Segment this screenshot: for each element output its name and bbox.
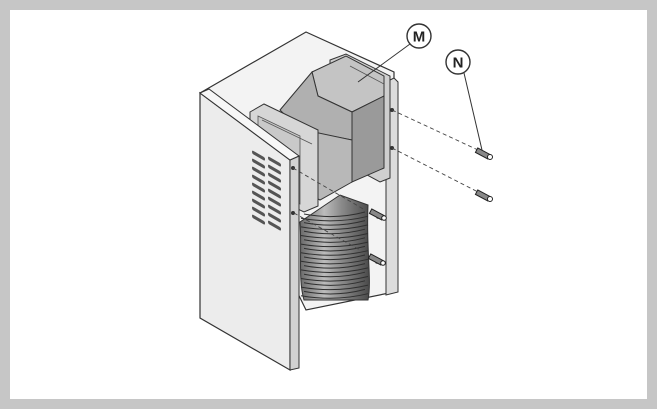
vent-slot bbox=[252, 198, 265, 209]
vent-slot bbox=[268, 156, 281, 167]
hose-ring bbox=[303, 237, 366, 243]
screw bbox=[368, 208, 387, 221]
vent-slot bbox=[252, 150, 265, 161]
cabinet-front-panel bbox=[199, 88, 300, 372]
vent-slot bbox=[252, 214, 265, 225]
vent-slot bbox=[252, 182, 265, 193]
hose-ring bbox=[303, 228, 366, 235]
vent-slot bbox=[252, 166, 265, 177]
hose-ring bbox=[303, 211, 366, 218]
callout-m: M bbox=[406, 23, 432, 49]
hose-ring bbox=[300, 224, 369, 230]
vent-slot bbox=[268, 212, 281, 223]
assembly-guide-lines bbox=[292, 109, 479, 251]
hose-ring bbox=[303, 245, 366, 252]
vent-slot bbox=[268, 180, 281, 191]
flexible-hose bbox=[299, 194, 370, 301]
screw bbox=[474, 189, 493, 202]
hose-ring bbox=[303, 280, 366, 286]
vent-slot bbox=[268, 172, 281, 183]
hose-ring bbox=[303, 288, 366, 295]
vent-slot bbox=[268, 188, 281, 199]
vent-slot bbox=[268, 164, 281, 175]
vent-slot bbox=[252, 190, 265, 201]
callout-n: N bbox=[445, 49, 471, 75]
hose-ring bbox=[303, 254, 366, 261]
screw bbox=[367, 253, 386, 266]
hose-ring bbox=[300, 258, 369, 265]
hose-ring bbox=[300, 241, 369, 248]
vent-slot bbox=[268, 204, 281, 215]
hose-ring bbox=[300, 284, 369, 291]
vent-slot bbox=[252, 206, 265, 217]
hose-ring bbox=[303, 271, 366, 278]
hose-ring bbox=[300, 250, 369, 256]
vent-slot bbox=[252, 158, 265, 169]
hose-ring bbox=[303, 220, 366, 226]
hose-ring bbox=[300, 267, 369, 273]
callout-leaders bbox=[357, 43, 483, 151]
screw bbox=[474, 147, 493, 160]
callout-n-label: N bbox=[453, 55, 464, 72]
vent-slots bbox=[252, 150, 281, 231]
hose-ring bbox=[300, 276, 369, 282]
vent-slot bbox=[268, 196, 281, 207]
callout-m-label: M bbox=[413, 29, 426, 46]
hose-ring bbox=[300, 233, 369, 239]
hose-ring bbox=[300, 215, 369, 222]
hose-ring bbox=[300, 293, 369, 299]
vent-slot bbox=[252, 174, 265, 185]
hose-ring bbox=[303, 263, 366, 269]
vent-slot bbox=[268, 220, 281, 231]
